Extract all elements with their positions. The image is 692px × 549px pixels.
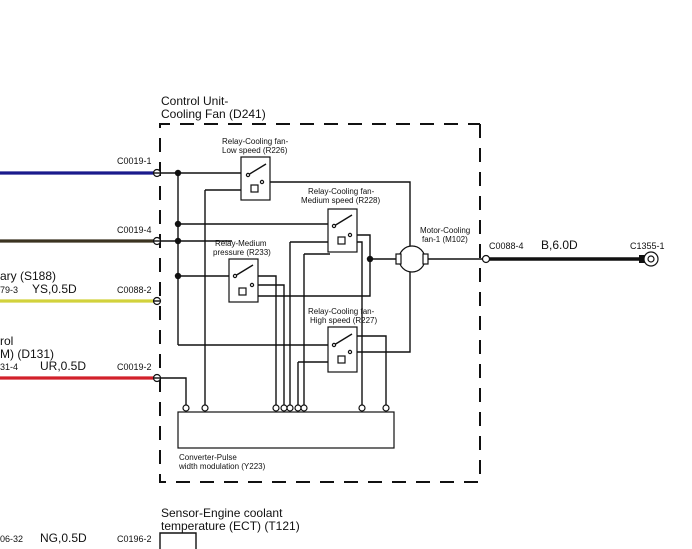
relay-high-label1: Relay-Cooling fan- [308,307,375,316]
control-unit-boundary [159,123,481,483]
connector-pin-c0088-4[interactable] [481,254,491,264]
left-label-s188: ary (S188) [0,269,56,283]
junction-dots [174,169,374,280]
connector-pin-c0019-4[interactable] [152,236,162,246]
relay-med-label1: Relay-Cooling fan- [308,187,375,196]
relay-low-speed[interactable] [240,156,271,201]
left-pin-bottom: 06-32 [0,534,23,544]
left-pin-d131: 31-4 [0,362,18,372]
sensor-label1: Sensor-Engine coolant [161,506,283,520]
wire-label-ng: NG,0.5D [40,531,87,545]
wire-label-ur: UR,0.5D [40,359,86,373]
connector-pin-c0019-2[interactable] [152,373,162,383]
wire-label-fan: B,6.0D [541,238,578,252]
sensor-label2: temperature (ECT) (T121) [161,519,300,533]
relay-med-label2: Medium speed (R228) [301,196,380,205]
left-label-d131-1: rol [0,334,13,348]
wire-label-ys: YS,0.5D [32,282,77,296]
relay-press-label1: Relay-Medium [215,239,267,248]
label-c0196-2: C0196-2 [117,534,152,544]
converter-label1: Converter-Pulse [179,453,237,462]
relay-high-speed[interactable] [327,326,358,373]
relay-medium-pressure[interactable] [228,258,259,303]
label-c0019-4: C0019-4 [117,225,152,235]
label-c0088-4: C0088-4 [489,241,524,251]
terminal-c1355-1[interactable] [639,251,659,267]
internal-wiring [160,172,642,408]
converter-label2: width modulation (Y223) [178,462,266,471]
connector-pin-c0088-2[interactable] [152,296,162,306]
label-c0019-1: C0019-1 [117,156,152,166]
relay-medium-speed[interactable] [327,208,358,253]
left-pin-s188: 79-3 [0,285,18,295]
connector-pin-c0019-1[interactable] [152,168,162,178]
relay-low-label2: Low speed (R226) [222,146,288,155]
converter-pins [182,404,390,412]
label-c1355-1: C1355-1 [630,241,665,251]
unit-title-line2: Cooling Fan (D241) [161,107,266,121]
motor-label2: fan-1 (M102) [422,235,468,244]
converter-pwm[interactable] [177,411,395,449]
left-label-d131-2: M) (D131) [0,347,54,361]
sensor-ect-box[interactable] [159,532,197,549]
motor-cooling-fan[interactable] [395,245,429,273]
relay-high-label2: High speed (R227) [310,316,377,325]
label-c0088-2: C0088-2 [117,285,152,295]
relay-press-label2: pressure (R233) [213,248,271,257]
motor-label1: Motor-Cooling [420,226,470,235]
label-c0019-2: C0019-2 [117,362,152,372]
unit-title-line1: Control Unit- [161,94,228,108]
relay-low-label1: Relay-Cooling fan- [222,137,289,146]
